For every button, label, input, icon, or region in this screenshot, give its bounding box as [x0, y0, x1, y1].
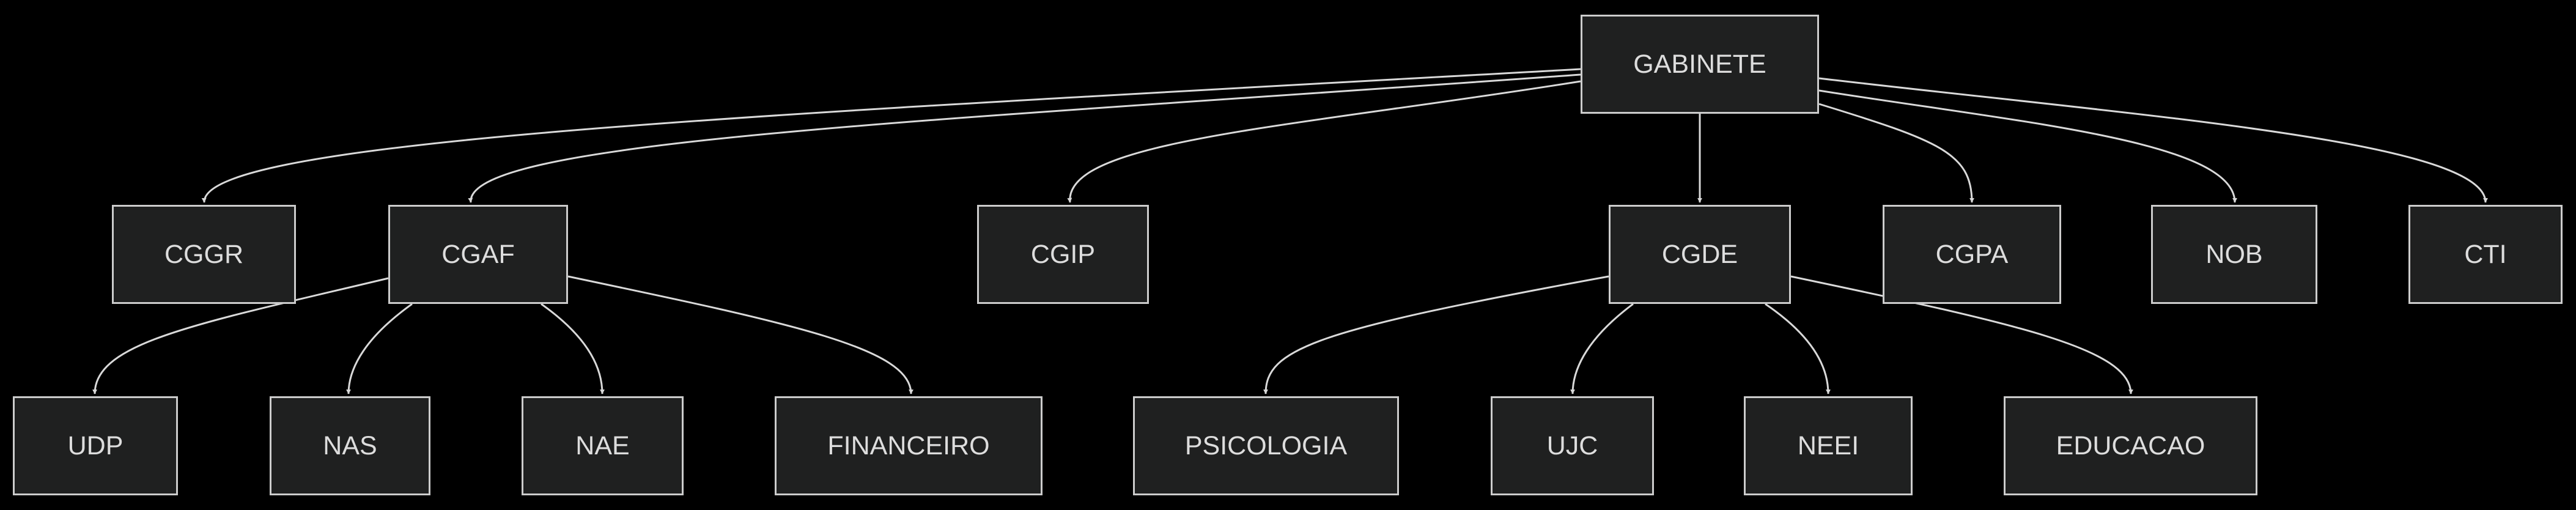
node-nas: NAS — [270, 396, 430, 495]
edge-gabinete-cti — [1818, 77, 2488, 203]
node-cgde: CGDE — [1609, 205, 1791, 304]
node-cggr: CGGR — [112, 205, 296, 304]
edge-cgaf-nas — [346, 303, 413, 394]
edge-gabinete-nob — [1818, 89, 2237, 203]
node-udp: UDP — [13, 396, 178, 495]
node-educacao: EDUCACAO — [2004, 396, 2257, 495]
node-nob: NOB — [2151, 205, 2317, 304]
node-ujc: UJC — [1491, 396, 1654, 495]
node-cgip: CGIP — [977, 205, 1149, 304]
edge-cgaf-udp — [92, 277, 389, 394]
node-financeiro: FINANCEIRO — [775, 396, 1043, 495]
node-neei: NEEI — [1744, 396, 1913, 495]
edge-cgaf-nae — [541, 303, 605, 394]
node-cgaf: CGAF — [388, 205, 568, 304]
edge-gabinete-cgip — [1067, 80, 1581, 203]
node-cti: CTI — [2408, 205, 2563, 304]
node-psicologia: PSICOLOGIA — [1133, 396, 1399, 495]
edge-cgde-ujc — [1570, 303, 1634, 394]
edge-cgde-educacao — [1790, 275, 2133, 394]
edge-gabinete-cgpa — [1818, 103, 1974, 203]
node-gabinete: GABINETE — [1581, 15, 1819, 114]
node-cgpa: CGPA — [1883, 205, 2061, 304]
edge-cgaf-financeiro — [567, 275, 913, 394]
edge-cgde-neei — [1765, 303, 1831, 394]
edge-gabinete-cgaf — [468, 73, 1581, 203]
node-nae: NAE — [522, 396, 684, 495]
edge-gabinete-cggr — [201, 68, 1581, 203]
edge-cgde-psicologia — [1263, 275, 1609, 394]
